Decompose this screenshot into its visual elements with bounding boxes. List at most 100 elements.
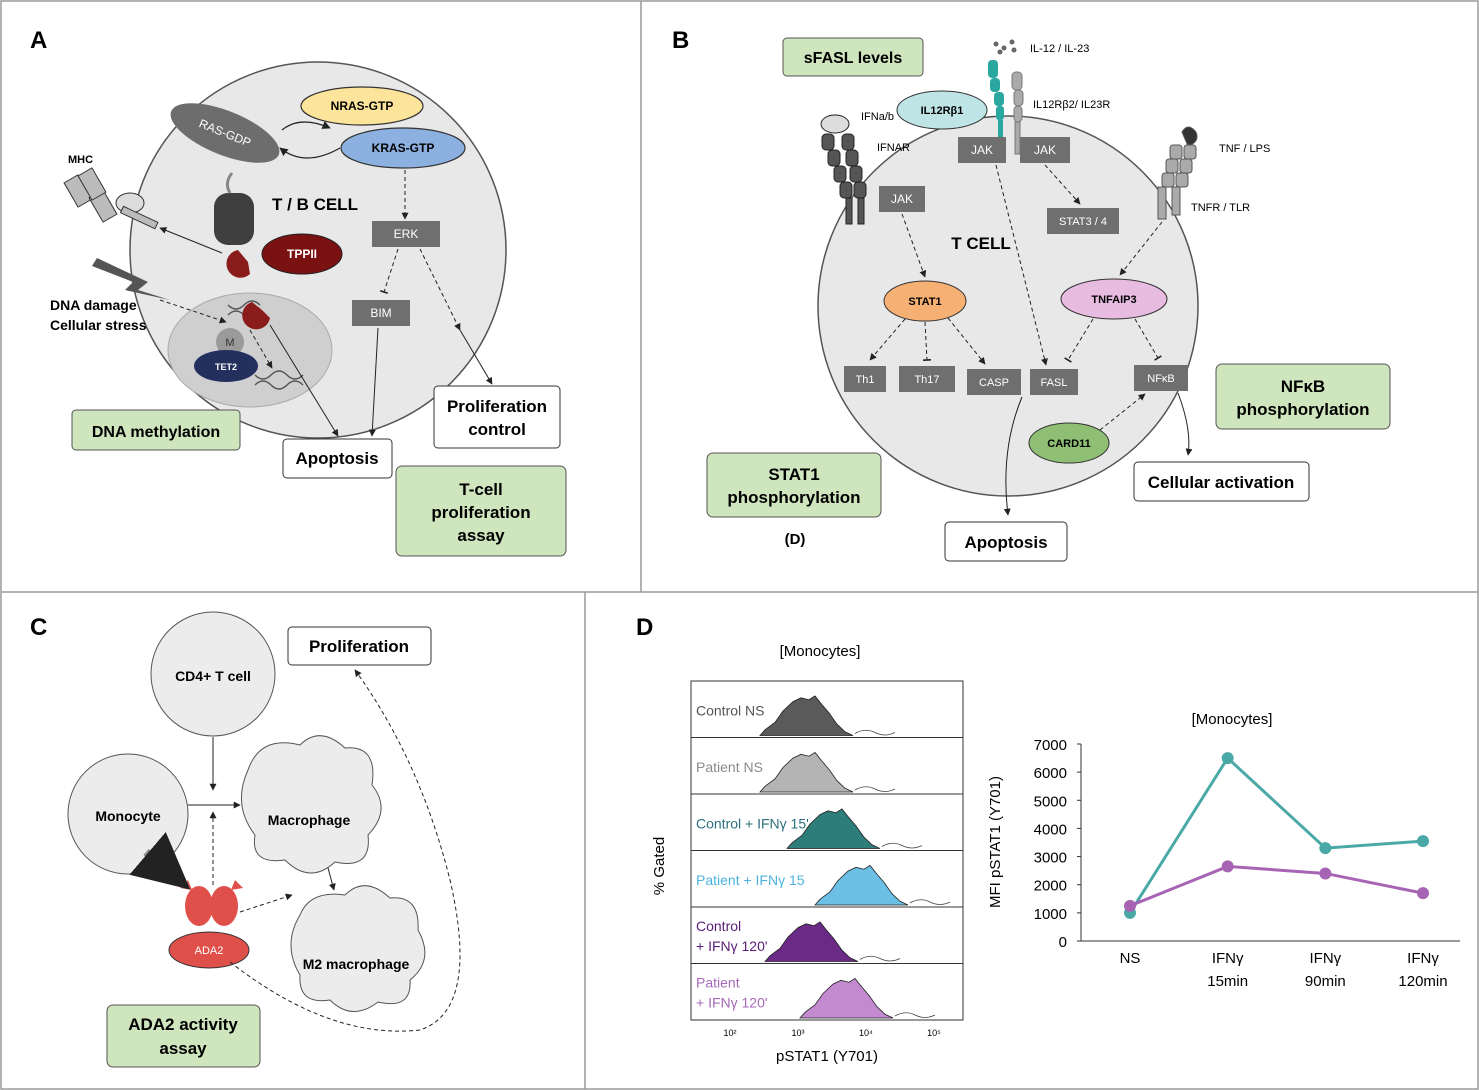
apoptosis-label-a: Apoptosis [295,449,378,468]
casp-label: CASP [979,377,1009,389]
proliferation-label: Proliferation [309,637,409,656]
nfkb-phos-box [1215,363,1391,430]
il12rb1 [896,90,988,130]
histogram-peak [799,977,894,1019]
th1-box [844,366,886,392]
tppii-pacman-icon [226,250,250,278]
nfkb-phos-label-1: NFκB [1281,377,1325,396]
line-chart-y-label: MFI pSTAT1 (Y701) [987,776,1004,908]
macrophage-cell [240,735,382,874]
stat1-phos-label-1: STAT1 [768,465,819,484]
ifnar-label: IFNAR [877,142,910,154]
histogram-tail [854,786,896,792]
m2-macrophage-cell [290,885,426,1012]
dna-methylation-box [71,409,241,451]
sfasl-label: sFASL levels [804,50,903,67]
ada2-dimer-icon [180,880,243,926]
tppii-label: TPPII [287,247,317,261]
hist-xtick: 10² [723,1028,736,1038]
mfi-line-chart: [Monocytes]01000200030004000500060007000… [987,711,1460,990]
bim-box [352,300,410,326]
stat1 [883,280,967,322]
stat1-to-casp [947,317,986,365]
series-point-1 [1124,899,1136,912]
stat1-phos-box [706,452,882,518]
erk-to-proliferation [419,248,461,331]
proteasome-to-mhc [159,227,223,254]
histogram-peak [759,695,854,736]
stat34-box [1047,208,1119,234]
series-point-0 [1417,835,1429,848]
track-label: Patient + IFNγ 15 [696,872,805,888]
mhc-label: MHC [68,154,93,166]
ada2-label: ADA2 [195,945,224,957]
jak2-to-fasl [995,164,1048,366]
monocyte-to-ada2 [129,832,191,890]
nfkb-to-activation [1177,392,1193,456]
histogram-peak [759,751,854,793]
panel-b-letter: B [672,27,689,54]
proliferation-control-label-2: control [468,420,526,439]
apoptosis-box-a [282,438,393,479]
proteasome-icon [214,172,254,245]
lightning-icon [92,258,170,300]
nfkb-phos-label-2: phosphorylation [1236,400,1369,419]
dna-damage-label: DNA damage [50,297,137,313]
mhc-icon [63,167,159,230]
series-point-1 [1319,867,1332,880]
dna-pacman-icon [242,302,270,330]
track-label: Patient NS [696,759,763,775]
x-tick-label: 120min [1398,973,1447,990]
y-tick-label: 5000 [1034,793,1067,810]
cd4-cell [150,611,276,737]
th17-label: Th17 [914,374,939,386]
ras-gdp [170,103,280,163]
hist-xtick: 10⁴ [859,1028,873,1038]
nras-gtp [300,86,424,126]
ifnar-receptor-icon [820,114,867,225]
cellular-activation-box [1133,461,1310,502]
series-point-1 [1417,887,1429,900]
m2-macrophage-label: M2 macrophage [303,956,410,972]
cellular-activation-label: Cellular activation [1148,473,1294,492]
jak-label-3: JAK [1034,143,1056,157]
track-label-2: + IFNγ 120' [696,938,768,954]
stat34-label: STAT3 / 4 [1059,216,1107,228]
y-tick-label: 3000 [1034,850,1067,867]
y-tick-label: 1000 [1034,906,1067,923]
sfasl-box [782,37,924,77]
card11-to-nfkb [1099,393,1146,431]
tet2 [194,350,258,382]
proliferation-control-box [433,385,561,449]
jak-box-3 [1020,137,1070,163]
stat1-to-th1 [869,318,906,361]
histogram-tail [909,899,951,905]
cellular-stress-label: Cellular stress [50,317,147,333]
fasl-box [1030,369,1078,395]
y-tick-label: 7000 [1034,737,1067,754]
track-label: Control [696,918,741,934]
panel-a: A RAS-GDP NRAS-GTP KRAS-GTP T / B CELL E… [30,27,567,557]
card11-label: CARD11 [1047,438,1090,450]
tnfaip3-inhibits-fasl [1064,318,1094,363]
card11 [1028,422,1110,464]
x-tick-label: 15min [1207,973,1248,990]
histogram-title: [Monocytes] [780,643,861,660]
monocyte-label: Monocyte [95,808,161,824]
jak-label-2: JAK [971,143,993,157]
t-cell-label: T CELL [951,234,1011,253]
tb-cell-label: T / B CELL [272,195,358,214]
histogram-tail [854,729,896,736]
nfkb-box [1134,365,1188,391]
ifnab-label: IFNa/b [861,111,894,123]
track-label-2: + IFNγ 120' [696,995,768,1011]
ada2-assay-label-1: ADA2 activity [128,1015,238,1034]
histogram-x-axis: 10² 10³ 10⁴ 10⁵ [691,1019,963,1038]
panel-d-letter: D [636,614,653,641]
nfkb-label: NFκB [1147,373,1175,385]
series-line-0 [1128,755,1424,914]
series-point-1 [1221,860,1234,873]
th17-box [899,366,955,392]
